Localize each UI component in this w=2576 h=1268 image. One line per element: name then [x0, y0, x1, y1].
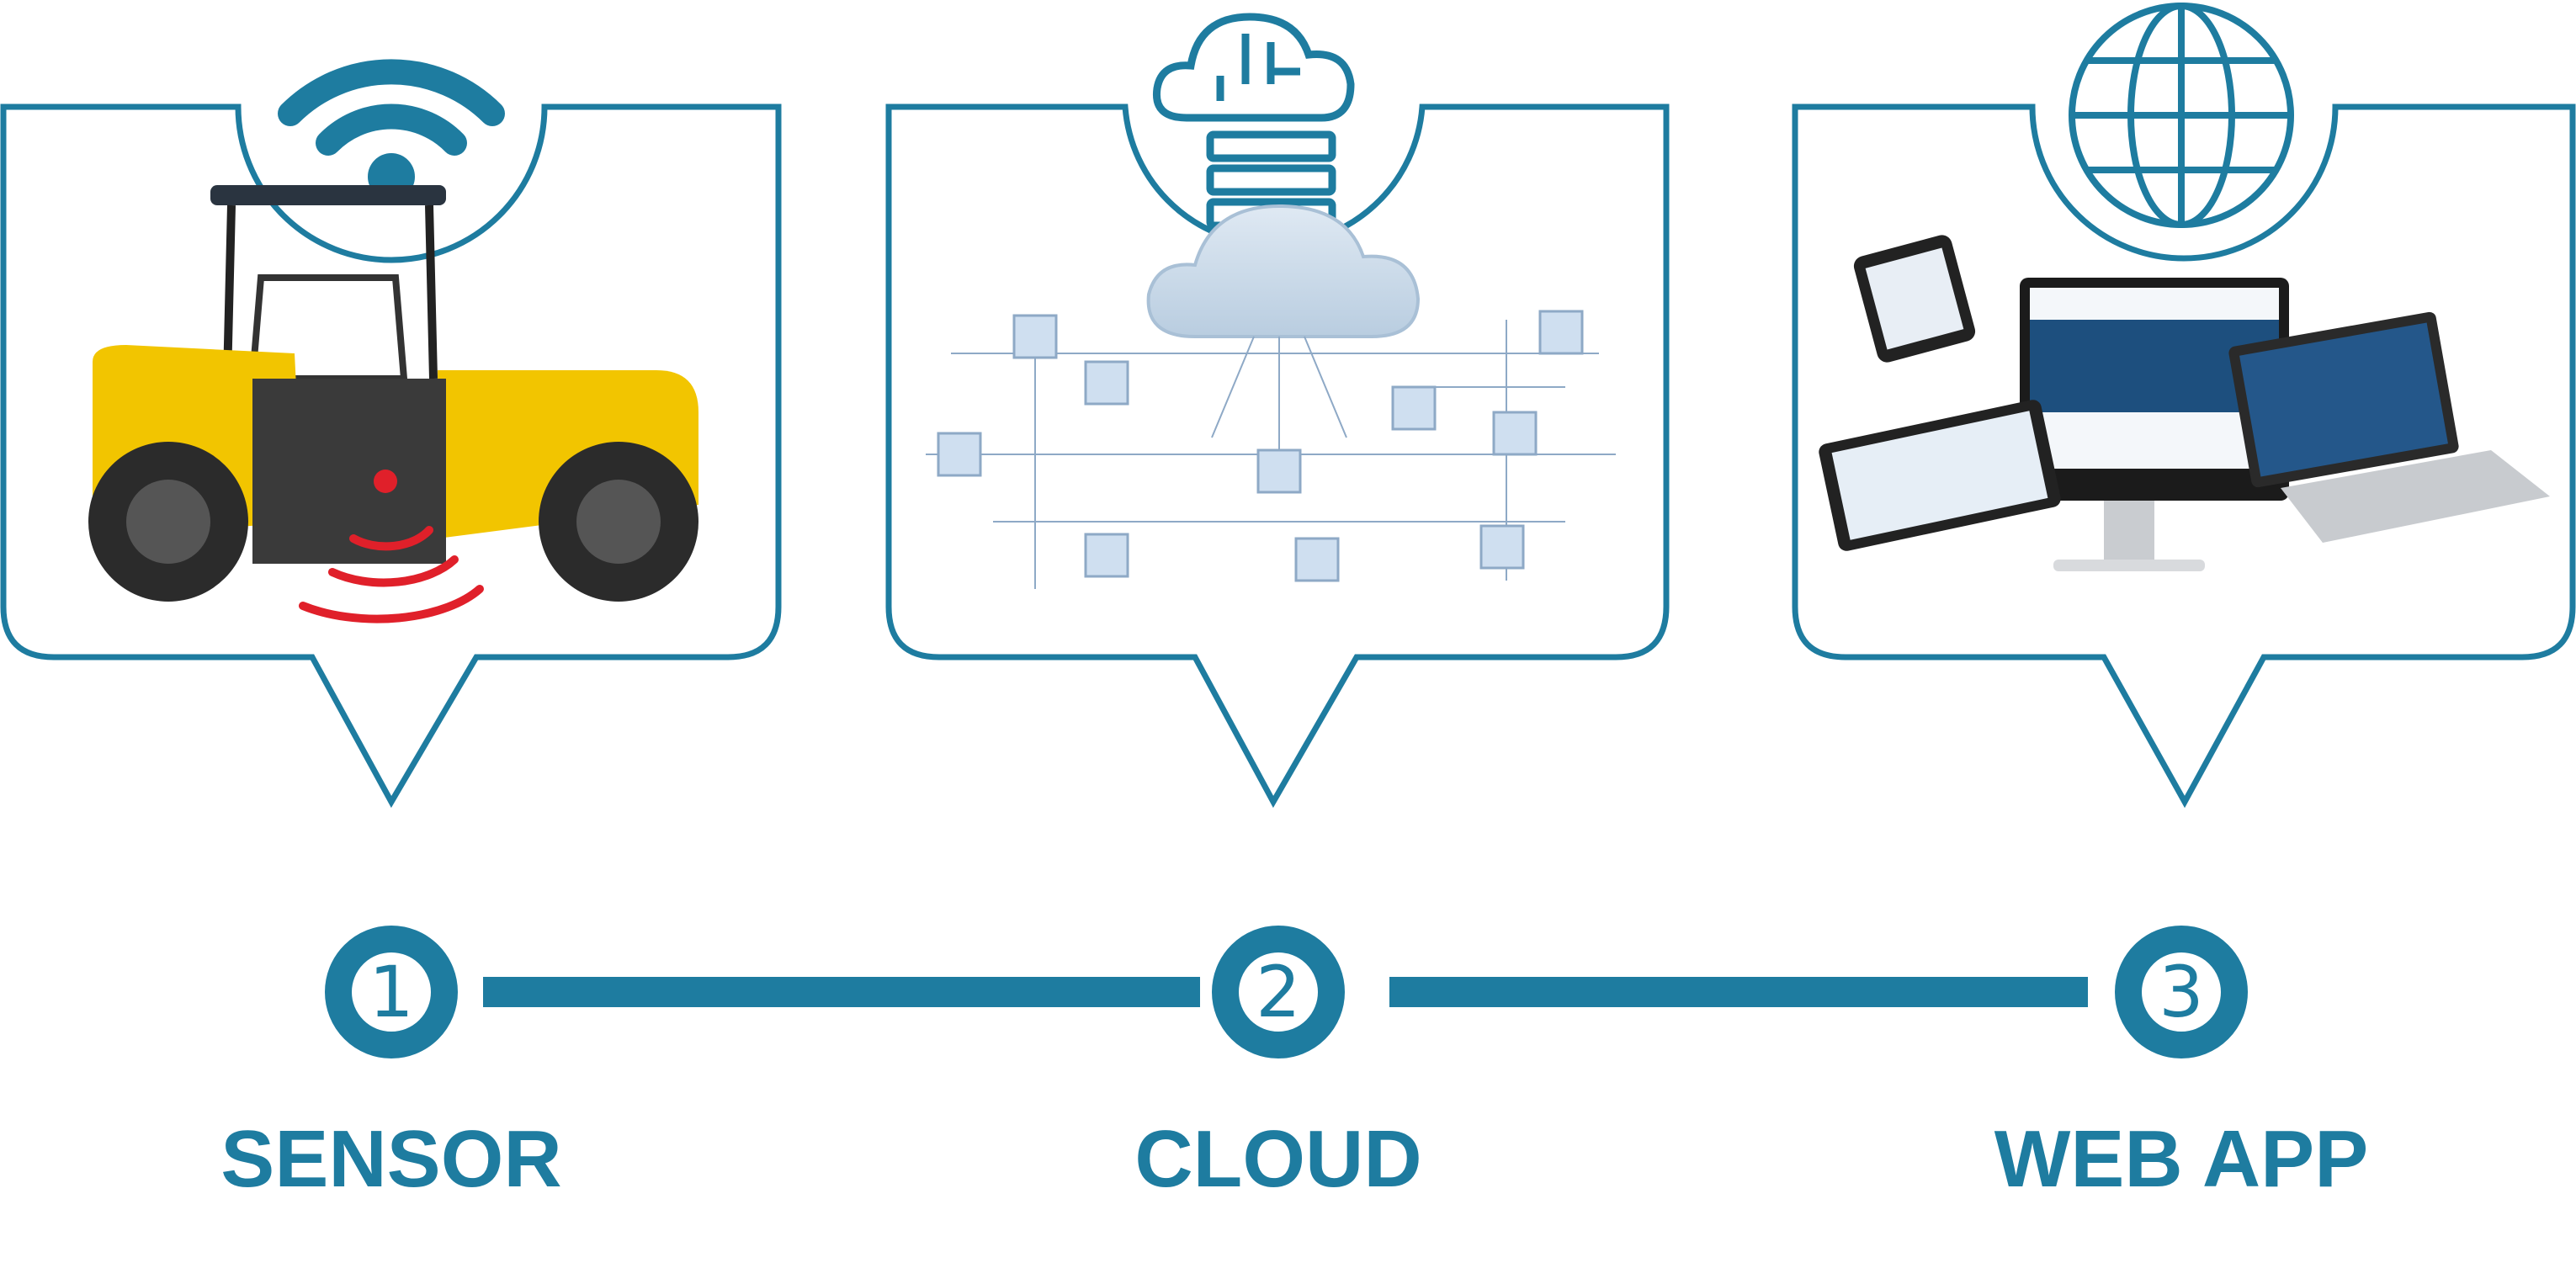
- step-label-sensor: SENSOR: [220, 1114, 561, 1204]
- road-roller-image: [88, 185, 698, 623]
- panel-web-app: [1792, 3, 2576, 809]
- responsive-devices-image: [1819, 235, 2550, 571]
- connector-line-2-3: [1389, 977, 2088, 1007]
- callout-frame: [1792, 103, 2576, 809]
- sensor-signal-icon: [299, 526, 484, 623]
- connector-line-1-2: [483, 977, 1200, 1007]
- callout-frame: [885, 103, 1670, 809]
- timeline: 1 2 3 SENSOR CLOUD WEB APP: [220, 926, 2368, 1204]
- step-number: 2: [1256, 951, 1300, 1033]
- panel-sensor: [0, 59, 782, 809]
- wifi-icon: [278, 59, 505, 200]
- cloud-server-icon: [1152, 13, 1355, 230]
- panel-cloud: [885, 13, 1670, 809]
- globe-icon: [2069, 3, 2294, 228]
- step-label-web-app: WEB APP: [1994, 1114, 2368, 1204]
- step-label-cloud: CLOUD: [1134, 1114, 1421, 1204]
- step-number: 1: [369, 951, 413, 1033]
- step-2-marker: 2: [1212, 926, 1345, 1058]
- step-3-marker: 3: [2115, 926, 2248, 1058]
- callout-frame: [0, 103, 782, 809]
- cloud-network-image: [926, 204, 1616, 589]
- step-1-marker: 1: [325, 926, 458, 1058]
- step-number: 3: [2159, 951, 2203, 1033]
